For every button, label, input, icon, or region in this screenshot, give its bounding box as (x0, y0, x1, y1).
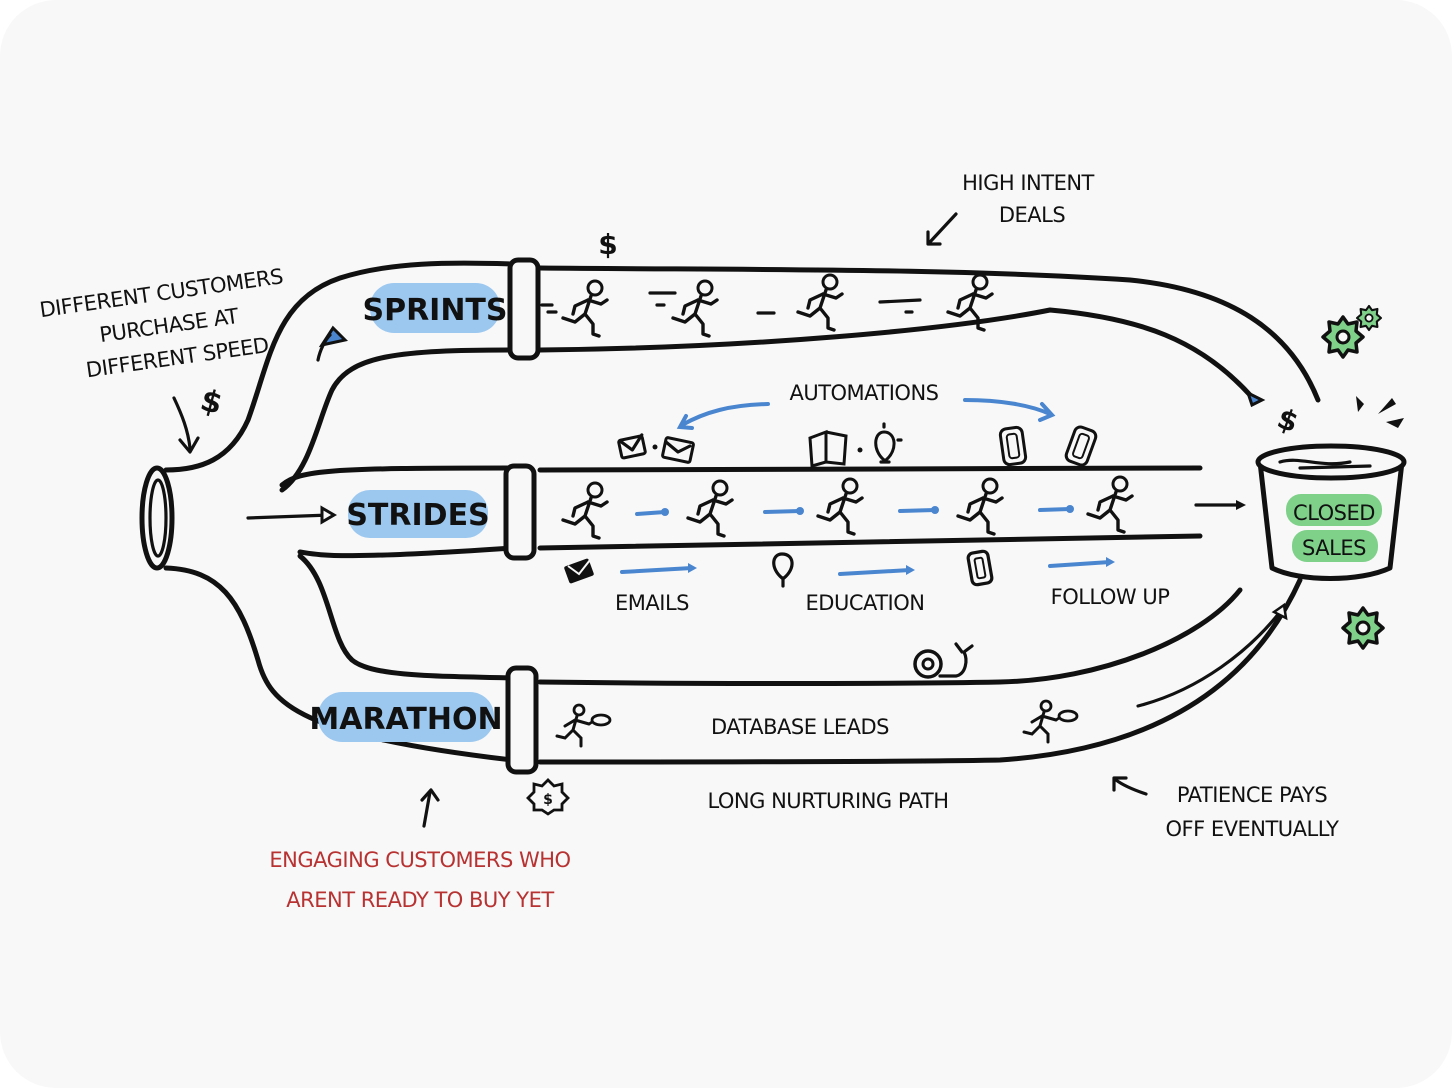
racket-runner-icon (555, 703, 612, 748)
envelope-icon (617, 433, 695, 464)
svg-text:$: $ (543, 792, 553, 808)
bottom-left-note-line: ARENT READY TO BUY YET (286, 888, 554, 912)
marathon-label: MARATHON (309, 702, 502, 737)
speed-lines (540, 291, 922, 315)
bottom-right-note-line: PATIENCE PAYS (1177, 783, 1328, 807)
runner-icon (816, 477, 864, 536)
left-note-arrow (172, 396, 192, 450)
marathon-caption: LONG NURTURING PATH (707, 789, 948, 813)
runner-icon (671, 279, 719, 338)
automation-icons (617, 422, 1098, 468)
marathon-inner-label: DATABASE LEADS (711, 715, 889, 739)
splash-marks (1356, 396, 1404, 428)
envelope-icon (564, 558, 594, 584)
top-note-arrow (928, 212, 958, 244)
racket-runner-icon (1022, 699, 1079, 744)
strides-highlight (348, 490, 488, 538)
strides-label: STRIDES (346, 498, 489, 533)
lightbulb-icon (772, 552, 794, 588)
sprints-label: SPRINTS (362, 293, 507, 328)
strides-runners (561, 475, 1134, 540)
runner-icon (956, 477, 1004, 536)
dollar-badge-icon: $ (526, 778, 570, 816)
sprints-pipe (316, 257, 1321, 408)
closed-highlight (1286, 494, 1382, 526)
sprints-runners (540, 273, 994, 338)
sales-label: SALES (1302, 536, 1366, 560)
sprints-highlight (370, 283, 500, 333)
marathon-pipe (505, 577, 1303, 775)
closed-label: CLOSED (1293, 501, 1375, 525)
runner-icon (561, 279, 609, 338)
bottom-right-note-line: OFF EVENTUALLY (1166, 817, 1340, 841)
gear-icon (1321, 315, 1365, 359)
bottom-left-note-arrow (422, 790, 432, 828)
automations-arrow-right (963, 398, 1052, 416)
runner-icon (686, 479, 734, 538)
left-note: DIFFERENT CUSTOMERS PURCHASE AT DIFFEREN… (38, 264, 285, 382)
automations-arrow-left (680, 402, 770, 427)
marathon-highlight (318, 692, 494, 742)
automations-label: AUTOMATIONS (789, 381, 938, 405)
funnel-mouth (139, 260, 515, 763)
gear-icon (1341, 606, 1385, 650)
runner-icon (1086, 475, 1134, 534)
top-note-line: DEALS (999, 203, 1066, 227)
automation-steps: EMAILS EDUCATION FOLLOW UP (564, 549, 1170, 615)
dollar-icon: $ (598, 228, 617, 261)
strides-pipe (246, 463, 1246, 561)
gear-icon (1355, 304, 1383, 332)
snail-icon (913, 642, 974, 679)
book-icon (808, 429, 863, 468)
step-label: EMAILS (615, 591, 689, 615)
lightbulb-icon (874, 422, 903, 464)
dollar-icon: $ (1273, 402, 1303, 440)
dollar-icon: $ (197, 383, 226, 422)
phone-icon (1064, 425, 1098, 467)
runner-icon (561, 481, 609, 540)
step-label: EDUCATION (806, 591, 925, 615)
step-label: FOLLOW UP (1051, 585, 1170, 609)
bottom-right-note-arrow (1114, 778, 1148, 796)
bottom-left-note-line: ENGAGING CUSTOMERS WHO (269, 848, 570, 872)
top-note-line: HIGH INTENT (962, 171, 1094, 195)
runner-icon (796, 273, 844, 332)
phone-icon (998, 425, 1028, 467)
phone-icon (966, 549, 994, 587)
sales-highlight (1292, 530, 1378, 562)
